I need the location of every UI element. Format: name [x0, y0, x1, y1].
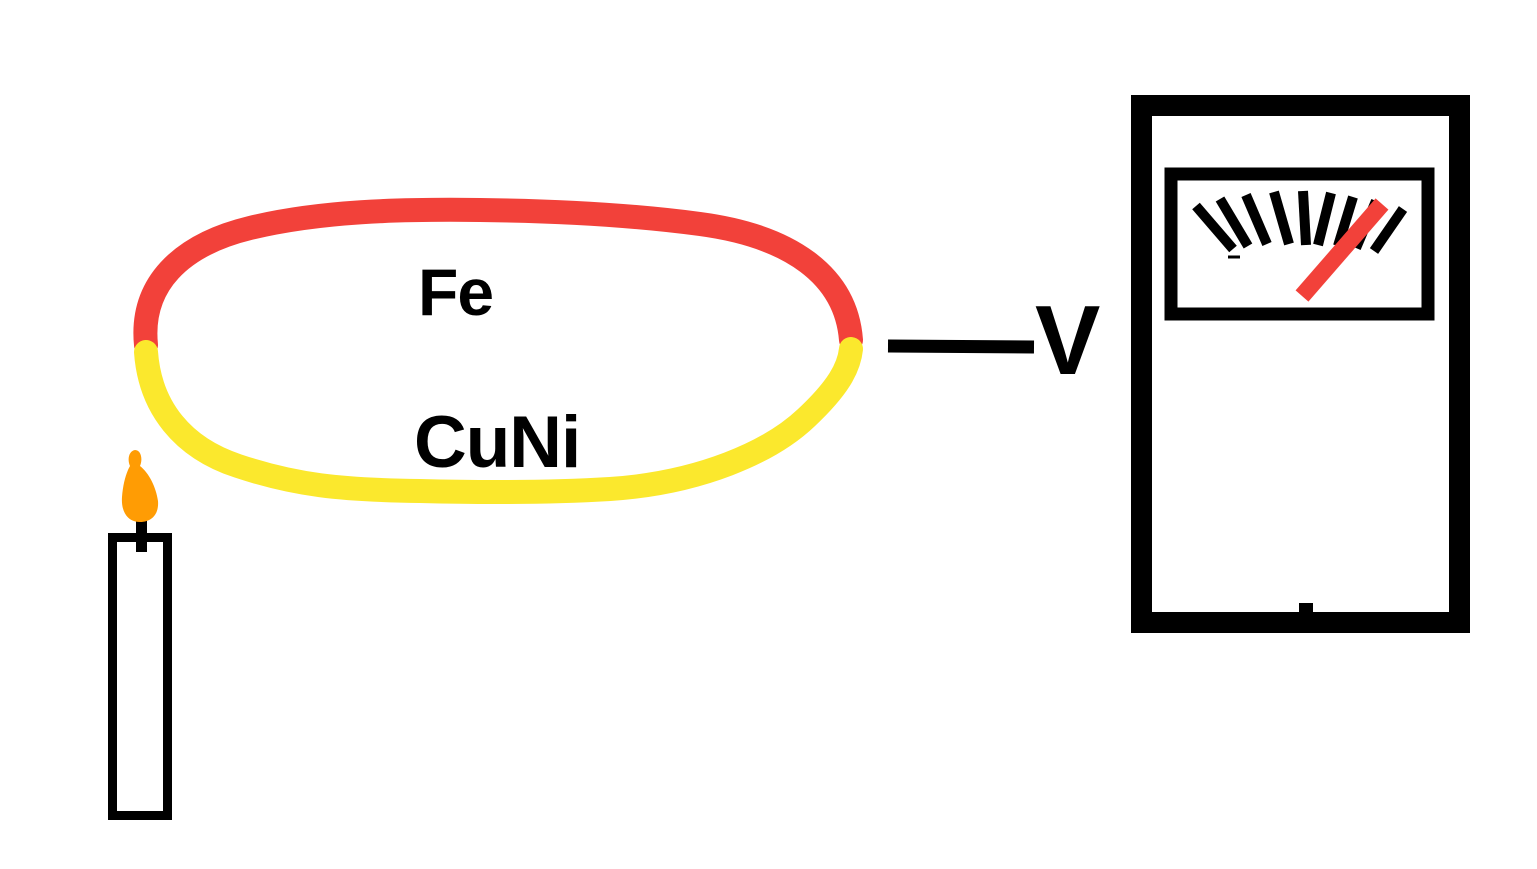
cuni-label: CuNi [414, 402, 581, 483]
scale-tick [1192, 202, 1237, 253]
scale-tick [1333, 195, 1358, 248]
scale-tick [1369, 206, 1408, 254]
cuni-wire [134, 337, 863, 505]
scale-tick [1241, 193, 1272, 246]
scale-tick [1269, 190, 1294, 246]
voltmeter-lead-wire [887, 339, 1035, 354]
fe-wire [133, 197, 863, 357]
scale-tick [1215, 196, 1253, 249]
voltmeter-terminal-notch [1299, 603, 1313, 615]
scale-tick [1313, 191, 1336, 247]
meter-needle [1295, 198, 1389, 302]
candle-body [108, 533, 172, 820]
fe-label: Fe [418, 255, 494, 329]
voltmeter-label: V [1035, 285, 1100, 395]
candle-wick [136, 519, 147, 552]
candle-flame [121, 450, 159, 522]
scale-tick [1298, 190, 1311, 246]
